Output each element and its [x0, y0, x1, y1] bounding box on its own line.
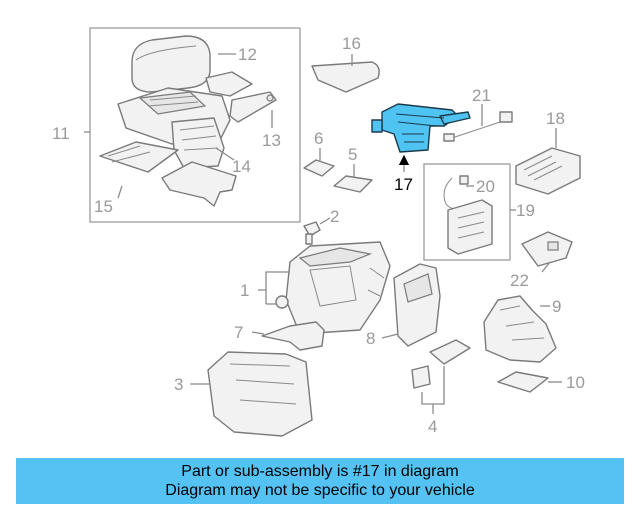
part-22-module[interactable] [521, 231, 573, 273]
part-latch[interactable] [205, 71, 277, 123]
group-box-19 [423, 163, 516, 261]
part-9-bracket[interactable] [483, 295, 557, 363]
callout-14: 14 [232, 157, 251, 176]
callout-17: 17 [394, 175, 413, 194]
callout-19: 19 [516, 201, 535, 220]
parts-diagram: 11 12 13 14 15 16 17 18 19 20 21 22 6 5 … [52, 27, 585, 437]
part-14-tray[interactable] [99, 141, 179, 173]
callout-16: 16 [342, 34, 361, 53]
part-11-armrest-base[interactable] [117, 87, 231, 169]
callout-21: 21 [472, 86, 491, 105]
part-15-mat[interactable] [161, 161, 237, 207]
part-12-armrest-lid[interactable] [131, 35, 211, 93]
part-3-lower-bin[interactable] [190, 351, 313, 437]
callout-7: 7 [234, 323, 243, 342]
callout-20: 20 [476, 177, 495, 196]
part-17-bracket-highlighted[interactable] [371, 103, 471, 153]
part-21-cable[interactable] [443, 104, 513, 142]
callout-1: 1 [240, 281, 249, 300]
banner-line-1: Part or sub-assembly is #17 in diagram [181, 463, 459, 480]
part-5-pad[interactable] [333, 164, 373, 193]
part-6-pad[interactable] [303, 148, 335, 177]
callout-11: 11 [52, 124, 70, 143]
part-18-module[interactable] [515, 128, 581, 195]
leader-14 [215, 147, 235, 161]
callout-22: 22 [510, 271, 529, 290]
callout-9: 9 [552, 297, 561, 316]
group-box-11 [84, 27, 301, 223]
part-1-console-body[interactable] [258, 241, 391, 335]
callout-12: 12 [238, 45, 257, 64]
part-4-clips[interactable] [411, 339, 471, 414]
leader-15 [117, 185, 123, 199]
callout-13: 13 [262, 131, 281, 150]
callout-4: 4 [428, 417, 437, 436]
callout-8: 8 [366, 329, 375, 348]
info-banner: Part or sub-assembly is #17 in diagram D… [16, 458, 624, 504]
callout-15: 15 [94, 197, 113, 216]
callout-5: 5 [348, 145, 357, 164]
callout-6: 6 [314, 129, 323, 148]
part-16-trim-strip[interactable] [311, 54, 380, 93]
part-2-screw[interactable] [303, 217, 331, 245]
part-8-rear-panel[interactable] [381, 263, 441, 347]
callout-2: 2 [330, 207, 339, 226]
callout-10: 10 [566, 373, 585, 392]
part-20-power-outlet[interactable] [443, 175, 493, 255]
part-10-plate[interactable] [497, 371, 562, 393]
banner-line-2: Diagram may not be specific to your vehi… [165, 482, 475, 499]
callout-3: 3 [174, 375, 183, 394]
callout-18: 18 [546, 109, 565, 128]
part-7-bracket[interactable] [251, 321, 325, 351]
